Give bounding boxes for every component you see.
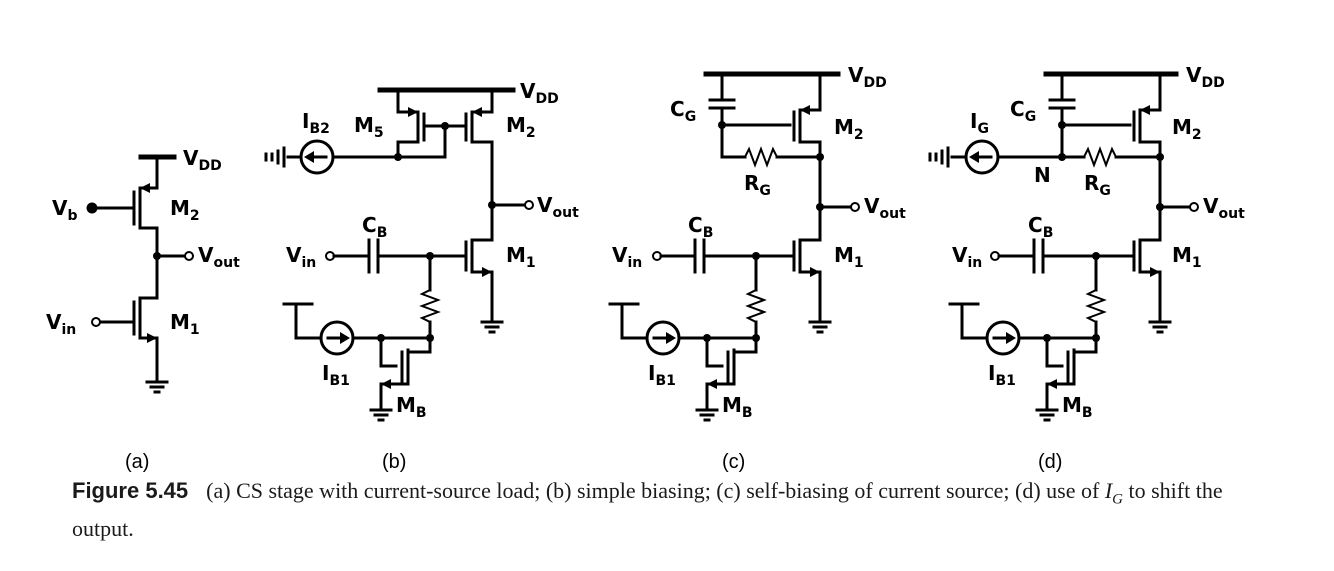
rg-resistor-d	[1082, 146, 1118, 168]
vout-terminal-a	[184, 251, 194, 261]
label-rg-c: RG	[744, 171, 771, 199]
label-m1-a: M1	[170, 310, 200, 338]
label-mb-b: MB	[396, 393, 427, 421]
label-vin-b: Vin	[286, 243, 316, 271]
bias-resistor-d	[1085, 288, 1107, 324]
sublabel-d: (d)	[1038, 451, 1062, 473]
label-vin-a: Vin	[46, 310, 76, 338]
circuit-b	[264, 87, 534, 422]
circuit-c	[608, 71, 860, 422]
vout-terminal-d	[1189, 202, 1199, 212]
label-m2-c: M2	[834, 115, 864, 143]
node-n	[1058, 153, 1066, 161]
label-ib1-b: IB1	[322, 361, 350, 389]
label-cb-b: CB	[362, 213, 387, 241]
label-cb-d: CB	[1028, 213, 1053, 241]
label-ig-d: IG	[970, 109, 989, 137]
label-ib1-d: IB1	[988, 361, 1016, 389]
bias-resistor-c	[745, 288, 767, 324]
label-m2-d: M2	[1172, 115, 1202, 143]
vout-terminal-b	[524, 200, 534, 210]
label-cg-d: CG	[1010, 97, 1036, 125]
label-m2-a: M2	[170, 196, 200, 224]
label-vdd-a: VDD	[183, 146, 222, 174]
sublabel-b: (b)	[382, 451, 406, 473]
circuit-d	[928, 71, 1199, 422]
label-mb-d: MB	[1062, 393, 1093, 421]
vb-terminal-a	[86, 202, 98, 214]
label-m1-b: M1	[506, 243, 536, 271]
label-vdd-c: VDD	[848, 63, 887, 91]
vout-terminal-c	[850, 202, 860, 212]
label-vdd-d: VDD	[1186, 63, 1225, 91]
label-cg-c: CG	[670, 97, 696, 125]
label-vdd-b: VDD	[520, 79, 559, 107]
label-ib2-b: IB2	[302, 109, 330, 137]
label-vout-c: Vout	[864, 194, 906, 222]
vin-terminal-a	[91, 317, 101, 327]
label-vout-a: Vout	[198, 243, 240, 271]
sublabel-a: (a)	[125, 451, 149, 473]
label-m1-d: M1	[1172, 243, 1202, 271]
caption-text: (a) CS stage with current-source load; (…	[206, 478, 1105, 503]
figure-label: Figure 5.45	[72, 478, 189, 503]
caption-text-end: to shift the output.	[72, 478, 1223, 542]
label-m1-c: M1	[834, 243, 864, 271]
label-vb-a: Vb	[52, 196, 78, 224]
label-vout-b: Vout	[537, 193, 579, 221]
label-vout-d: Vout	[1203, 194, 1245, 222]
label-mb-c: MB	[722, 393, 753, 421]
caption-ig-symbol: IG	[1104, 478, 1123, 508]
label-m2-b: M2	[506, 113, 536, 141]
label-m5-b: M5	[354, 113, 384, 141]
label-vin-c: Vin	[612, 243, 642, 271]
label-vin-d: Vin	[952, 243, 982, 271]
label-node-n: N	[1034, 163, 1051, 187]
label-rg-d: RG	[1084, 171, 1111, 199]
label-cb-c: CB	[688, 213, 713, 241]
bias-resistor-b	[419, 288, 441, 324]
label-ib1-c: IB1	[648, 361, 676, 389]
sublabel-c: (c)	[722, 451, 745, 473]
figure-caption: Figure 5.45 (a) CS stage with current-sou…	[72, 476, 1252, 543]
rg-resistor-c	[743, 146, 779, 168]
circuit-a	[86, 154, 194, 394]
